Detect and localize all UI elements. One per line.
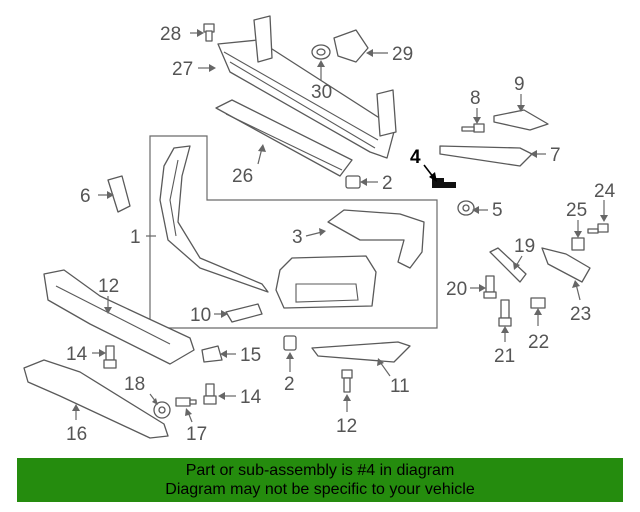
callout-24: 23 [570, 304, 591, 325]
callout-19: 18 [124, 374, 145, 395]
bolt-8[interactable] [461, 123, 485, 133]
info-banner: Part or sub-assembly is #4 in diagram Di… [17, 458, 623, 502]
bolt-25[interactable] [587, 223, 609, 234]
callout-25: 24 [594, 181, 616, 202]
callout-27: 26 [232, 166, 253, 187]
bracket-30[interactable] [333, 29, 369, 63]
clip-2-upper[interactable] [345, 175, 361, 189]
callout-5: 5 [492, 200, 503, 221]
bolt-22[interactable] [498, 299, 512, 327]
callout-4: 4 [410, 147, 421, 168]
bolt-18[interactable] [175, 397, 197, 407]
callout-2-lower: 2 [284, 374, 295, 395]
callout-28: 27 [172, 59, 193, 80]
leader-lines [72, 29, 608, 423]
bolt-12[interactable] [341, 369, 353, 393]
bolt-15[interactable] [103, 345, 117, 369]
callout-10: 10 [190, 305, 211, 326]
callout-11: 11 [390, 376, 410, 397]
trim-7[interactable] [439, 145, 533, 167]
reinforcement-bar[interactable] [217, 15, 397, 159]
bolt-21[interactable] [483, 275, 497, 299]
callout-20: 19 [514, 236, 535, 257]
energy-absorber[interactable] [215, 99, 353, 177]
bracket-24[interactable] [541, 247, 591, 283]
clip-2-lower[interactable] [283, 335, 297, 351]
callout-29: 28 [160, 24, 181, 45]
bracket-3[interactable] [327, 209, 425, 269]
callout-12: 12 [336, 416, 357, 437]
clip-23[interactable] [530, 297, 546, 309]
callout-1: 1 [130, 227, 141, 248]
grille[interactable] [275, 255, 377, 309]
grommet-5[interactable] [457, 200, 475, 216]
nut-31[interactable] [311, 44, 331, 60]
callout-18: 17 [186, 424, 207, 445]
bracket-20[interactable] [489, 247, 527, 283]
bracket-6[interactable] [107, 175, 131, 213]
bolt-14[interactable] [203, 383, 217, 405]
callout-9: 9 [514, 74, 525, 95]
callout-26: 25 [566, 200, 587, 221]
clip-16[interactable] [201, 345, 223, 363]
callout-8: 8 [470, 88, 481, 109]
callout-6: 6 [80, 186, 91, 207]
callout-2-upper: 2 [382, 173, 393, 194]
callout-21: 20 [446, 279, 467, 300]
callout-7: 7 [550, 145, 561, 166]
callout-22: 21 [494, 346, 515, 367]
bolt-4[interactable] [432, 178, 456, 188]
lower-spoiler[interactable] [23, 359, 169, 439]
trim-9[interactable] [493, 109, 549, 131]
callout-13: 12 [98, 276, 119, 297]
callout-17: 16 [66, 424, 87, 445]
callout-16: 15 [240, 345, 261, 366]
callout-30: 29 [392, 44, 413, 65]
clip-26[interactable] [571, 237, 585, 251]
lower-absorber[interactable] [43, 269, 195, 365]
bumper-cover[interactable] [159, 145, 269, 293]
callout-23: 22 [528, 332, 549, 353]
trim-11[interactable] [311, 341, 411, 363]
parts-diagram: 28 27 30 29 26 2 6 1 3 10 4 5 7 8 9 25 2… [23, 15, 616, 445]
banner-line-2: Diagram may not be specific to your vehi… [165, 481, 475, 498]
trim-10[interactable] [225, 303, 263, 323]
callout-3: 3 [292, 227, 303, 248]
bolt-29[interactable] [203, 23, 215, 42]
callout-31: 30 [311, 82, 332, 103]
callout-14: 14 [240, 387, 262, 408]
callout-15: 14 [66, 344, 88, 365]
grommet-19[interactable] [153, 401, 171, 419]
banner-line-1: Part or sub-assembly is #4 in diagram [185, 462, 455, 479]
